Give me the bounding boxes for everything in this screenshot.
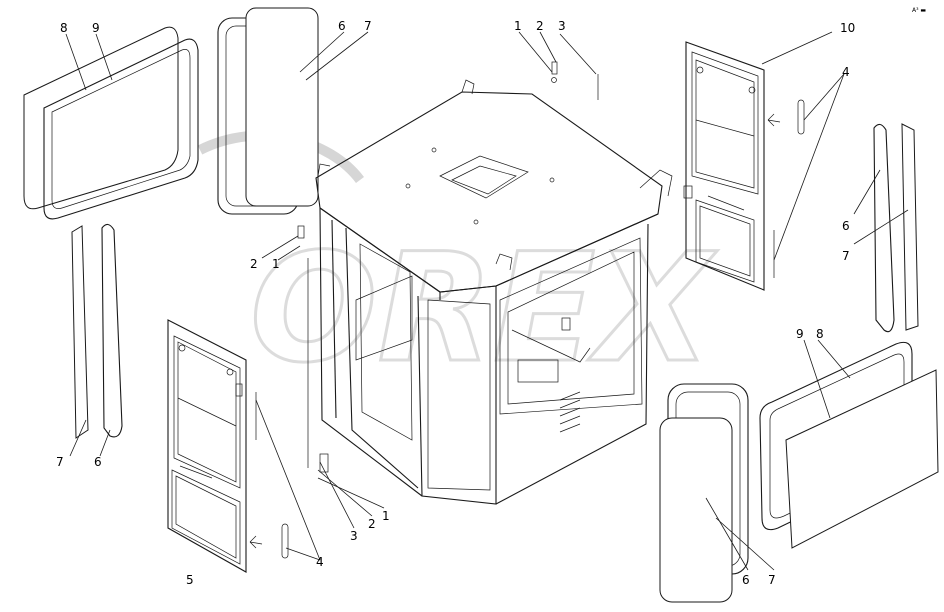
label-1-bottom: 1 (382, 509, 390, 523)
label-3-bottom: 3 (350, 529, 358, 543)
label-7-bottom-middle: 7 (768, 573, 776, 587)
label-7-left-lower: 7 (56, 455, 64, 469)
window-bottom-middle (659, 383, 749, 603)
label-6-top-middle: 6 (338, 19, 346, 33)
hardware-top (551, 61, 599, 100)
door-right (683, 41, 765, 291)
window-top-middle (217, 7, 319, 215)
window-top-left (23, 26, 199, 220)
label-6-right: 6 (842, 219, 850, 233)
label-1-left: 1 (272, 257, 280, 271)
label-2-bottom: 2 (368, 517, 376, 531)
corner-mark: A³ ▬ (912, 7, 926, 14)
label-8-top-left: 8 (60, 21, 68, 35)
label-2-top: 2 (536, 19, 544, 33)
label-1-top: 1 (514, 19, 522, 33)
window-bottom-right (759, 341, 939, 549)
cab-body (297, 79, 673, 505)
label-2-left: 2 (250, 257, 258, 271)
label-4-bottom: 4 (316, 555, 324, 569)
door-left (167, 319, 247, 573)
leader-lines (65, 31, 909, 571)
label-7-right: 7 (842, 249, 850, 263)
window-right-side (873, 123, 919, 333)
label-9-bottom-right: 9 (796, 327, 804, 341)
label-6-bottom-middle: 6 (742, 573, 750, 587)
position-labels: 8 9 6 7 1 2 3 10 4 6 7 2 1 7 6 5 4 3 2 1… (56, 19, 855, 587)
pins-right (767, 99, 805, 278)
label-10: 10 (840, 21, 855, 35)
label-9-top-left: 9 (92, 21, 100, 35)
label-8-bottom-right: 8 (816, 327, 824, 341)
window-left-side (71, 223, 123, 439)
label-3-top: 3 (558, 19, 566, 33)
pins-left (249, 392, 289, 559)
label-4-right: 4 (842, 65, 850, 79)
label-5: 5 (186, 573, 194, 587)
label-6-left-lower: 6 (94, 455, 102, 469)
label-7-top-middle: 7 (364, 19, 372, 33)
